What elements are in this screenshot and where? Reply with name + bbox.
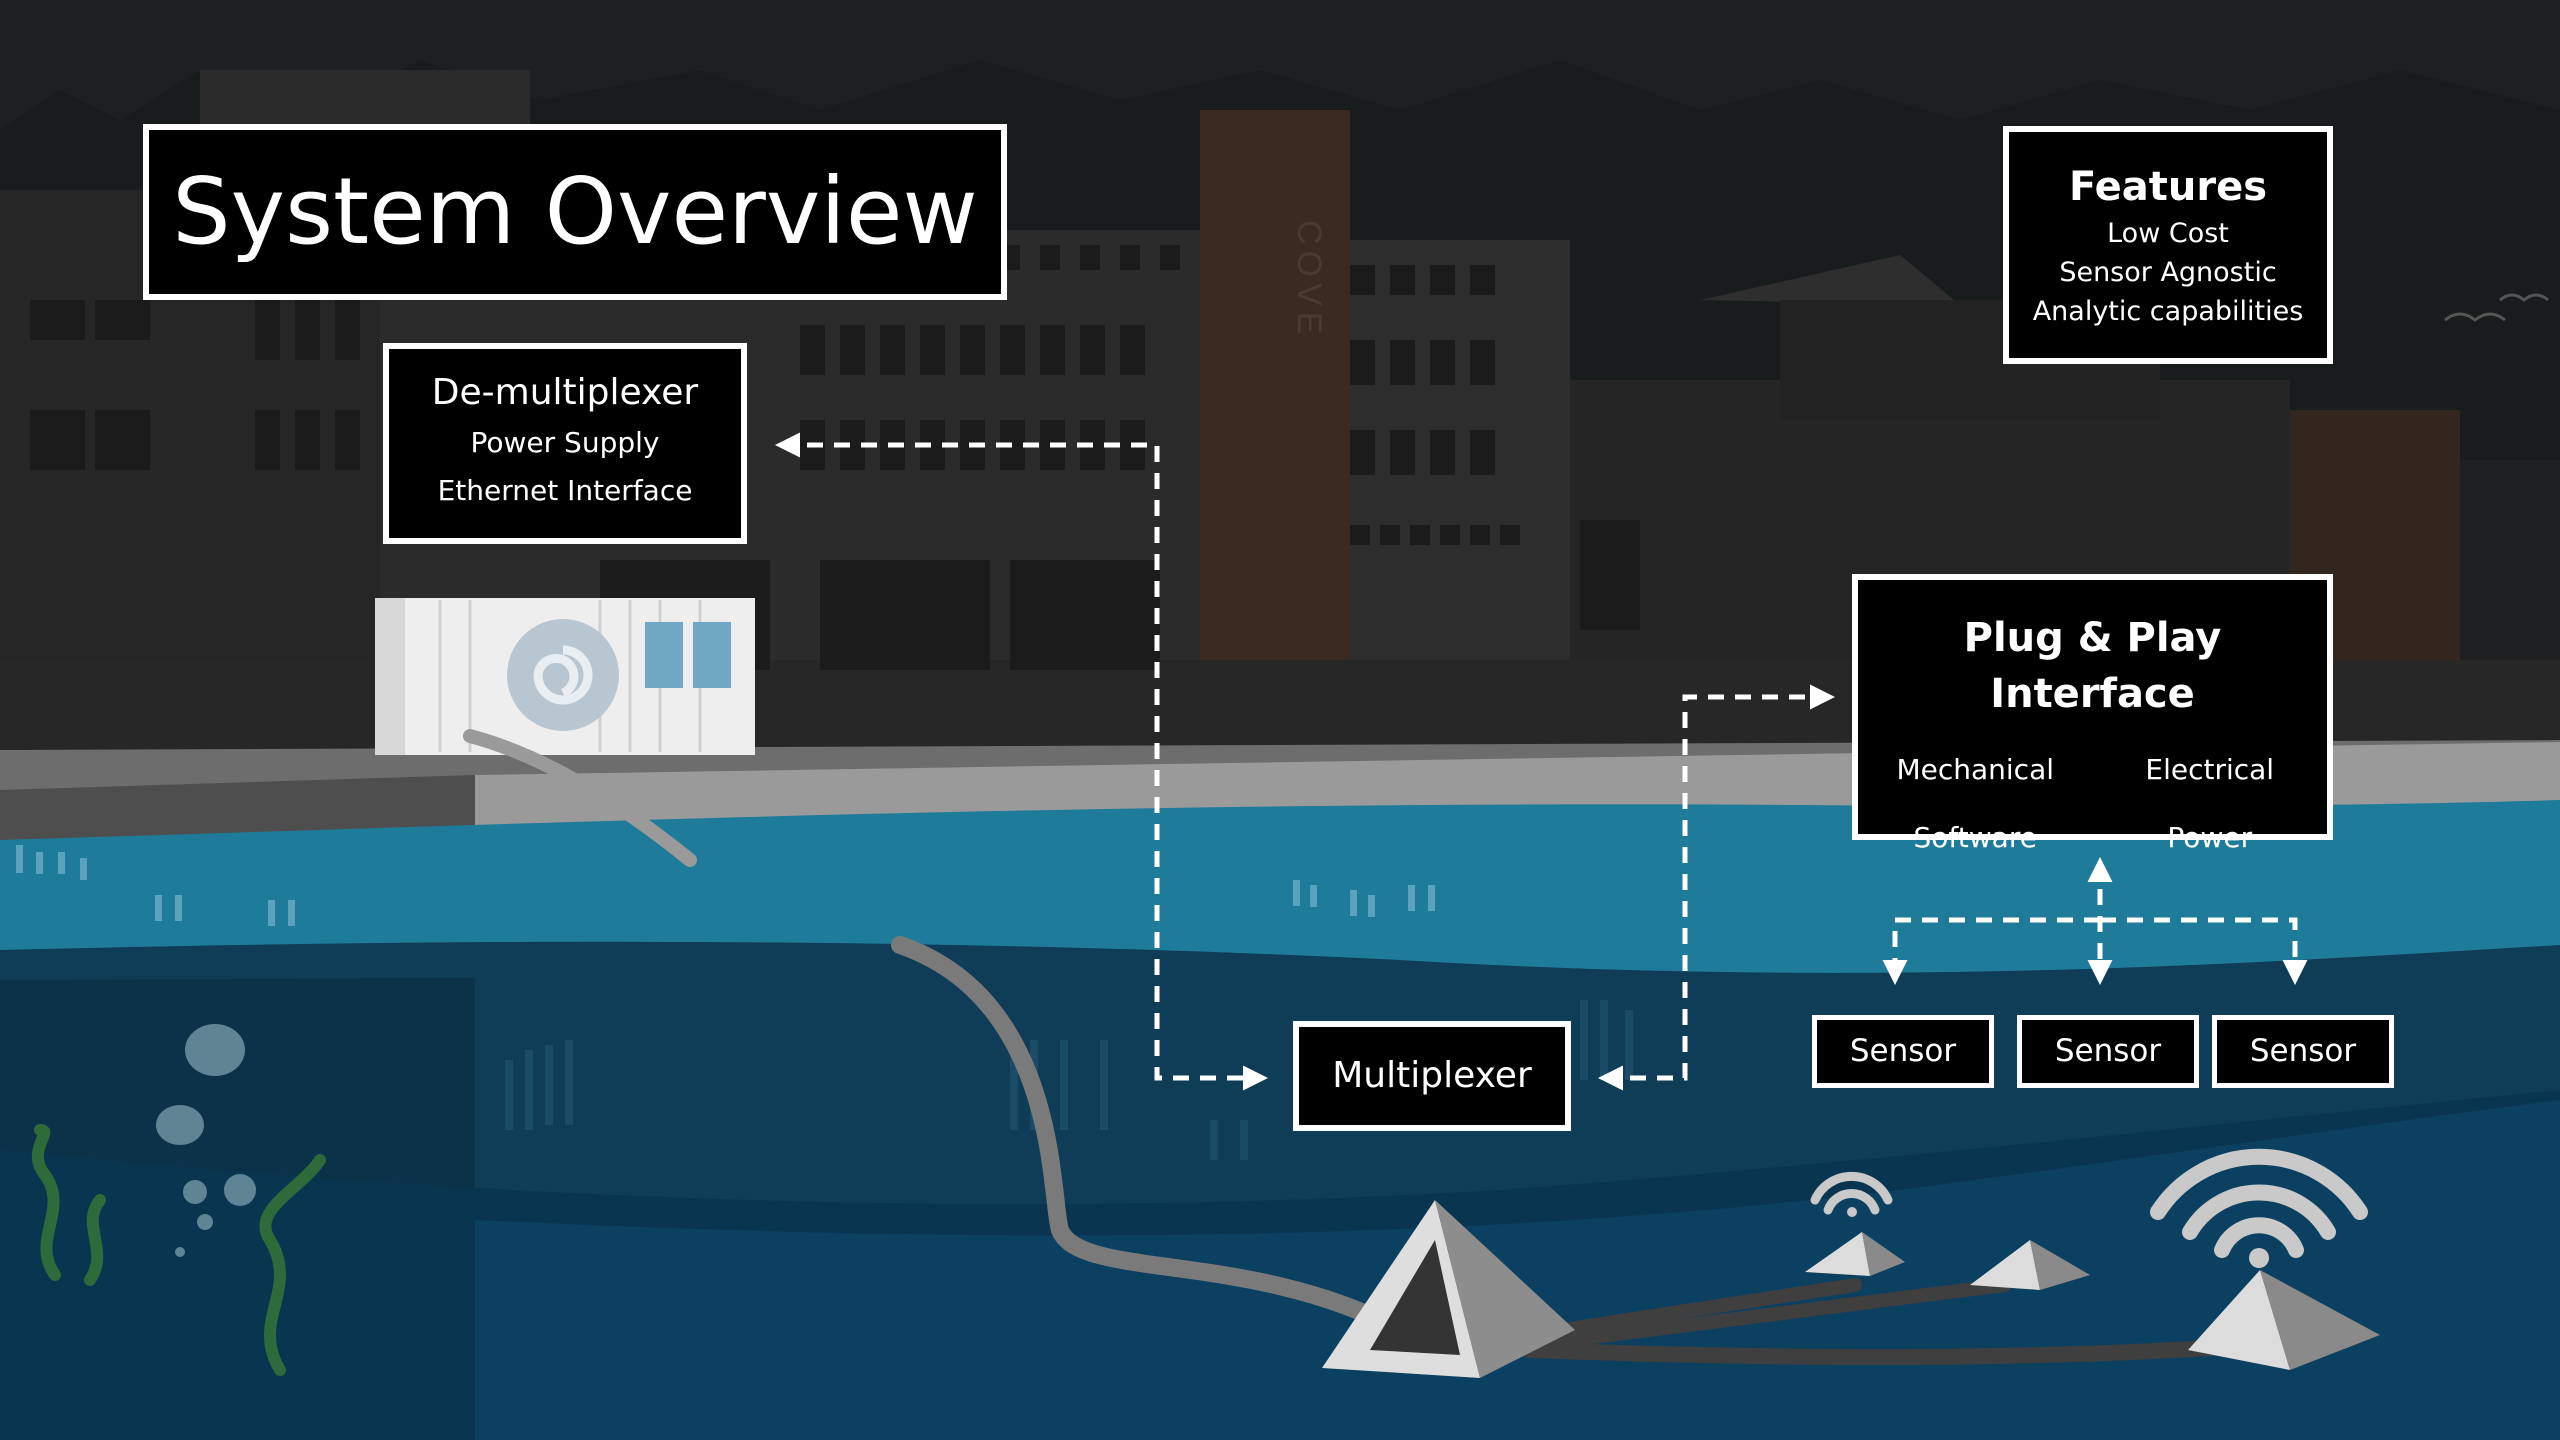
feature-item-analytics: Analytic capabilities — [2032, 296, 2304, 327]
water-deep-left — [0, 978, 475, 1220]
building-sign: COVE — [1290, 220, 1328, 340]
demultiplexer-item-ethernet: Ethernet Interface — [437, 474, 693, 507]
multiplexer-label: Multiplexer — [1332, 1055, 1532, 1096]
pnp-item-electrical: Electrical — [2145, 753, 2275, 786]
seaweed — [31, 1124, 326, 1376]
feature-item-sensor-agnostic: Sensor Agnostic — [2059, 257, 2277, 288]
multiplexer-box: Multiplexer — [1293, 1021, 1571, 1131]
page-title: System Overview — [172, 158, 978, 265]
sensor-branch-right — [2100, 917, 2308, 985]
container-unit — [375, 598, 755, 755]
pnp-item-software: Software — [1913, 821, 2037, 854]
features-box: Features Low Cost Sensor Agnostic Analyt… — [2003, 126, 2333, 364]
sensor-box: Sensor — [2212, 1015, 2394, 1088]
demux-mux-connector — [775, 432, 1268, 1091]
demultiplexer-heading: De-multiplexer — [431, 372, 699, 413]
birds — [2444, 293, 2549, 322]
title-box: System Overview — [143, 124, 1007, 300]
bubbles — [156, 1024, 256, 1257]
sensor-box: Sensor — [2017, 1015, 2199, 1088]
demultiplexer-item-power-supply: Power Supply — [470, 426, 660, 459]
sensor-pyramid-small-2 — [1970, 1240, 2090, 1290]
sensor-pyramid-small-1 — [1805, 1232, 1905, 1276]
features-heading: Features — [2068, 164, 2268, 210]
plug-and-play-box: Plug & Play Interface Mechanical Electri… — [1852, 574, 2333, 854]
wifi-icon-small — [1810, 1171, 1893, 1217]
demultiplexer-box: De-multiplexer Power Supply Ethernet Int… — [383, 343, 747, 544]
pnp-item-mechanical: Mechanical — [1896, 753, 2055, 786]
mux-pnp-connector — [1598, 684, 1835, 1091]
sensor-label: Sensor — [2249, 1033, 2357, 1069]
water-ripples — [16, 845, 1435, 926]
hub-pyramid — [1322, 1200, 1575, 1378]
plug-and-play-heading: Plug & Play Interface — [1963, 615, 2222, 717]
sensor-label: Sensor — [1849, 1033, 1957, 1069]
feature-item-low-cost: Low Cost — [2107, 218, 2229, 249]
sensor-branch-left — [1882, 917, 2100, 985]
connectors — [775, 432, 2308, 1091]
plug-and-play-grid: Mechanical Electrical Software Power — [1858, 736, 2327, 872]
wifi-icon-large — [2150, 1148, 2368, 1268]
pnp-item-power: Power — [2167, 821, 2253, 854]
sensor-box: Sensor — [1812, 1015, 1994, 1088]
sensor-pyramid-large — [2188, 1270, 2380, 1370]
sensor-label: Sensor — [2054, 1033, 2162, 1069]
